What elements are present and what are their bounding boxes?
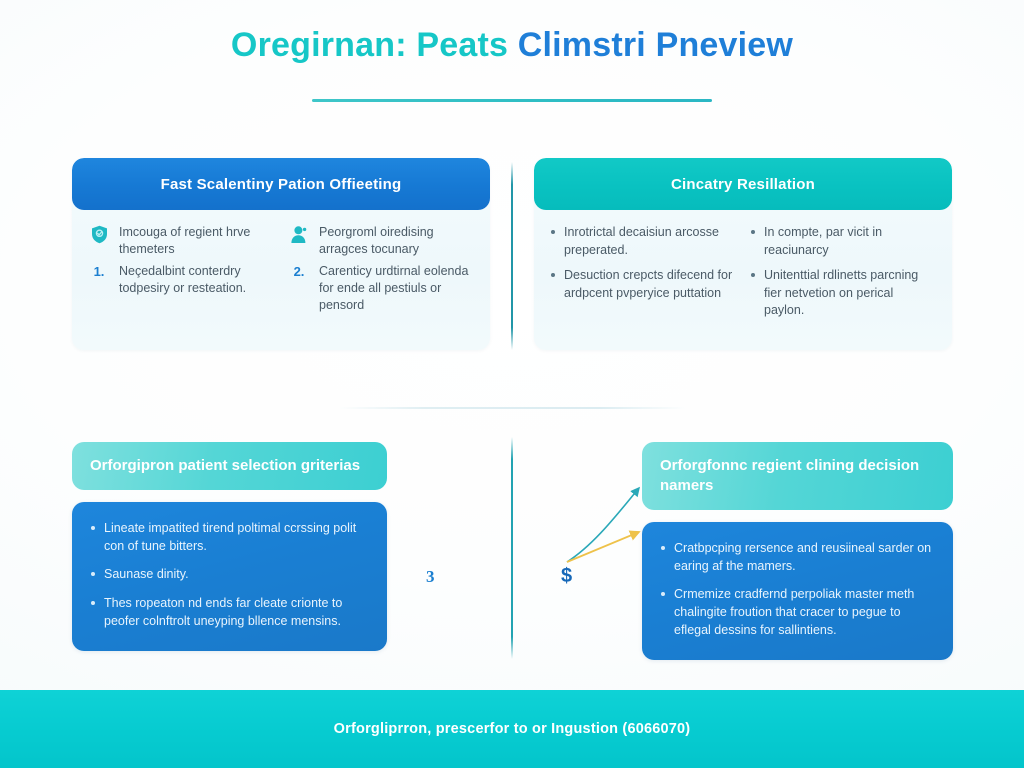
- list-number: 1.: [93, 263, 105, 279]
- list-item-text: Neçedalbint conterdry todpesiry or reste…: [119, 263, 247, 295]
- card-cincatry-resillation: Cincatry Resillation Inrotrictal decaisi…: [534, 158, 952, 350]
- shield-icon: [88, 224, 110, 259]
- footer-text: Orforgliprron, prescerfor to or Ingustio…: [333, 721, 691, 737]
- list-number: 2.: [293, 263, 305, 279]
- list-item: Imcouga of regient hrve themeters: [88, 224, 274, 259]
- card-clinical-decision-body: Cratbpcping rersence and reusiineal sard…: [642, 521, 953, 660]
- page-title: Oregirnan: Peats Climstri Pneview: [0, 26, 1024, 65]
- card-clinical-decision-heading: Orforgfonnc regient clining decision nam…: [642, 442, 953, 510]
- person-icon: [288, 224, 310, 259]
- footer-bar: Orforgliprron, prescerfor to or Ingustio…: [0, 690, 1024, 768]
- card-fast-scalentiny-column-1: Imcouga of regient hrve themeters 1. Neç…: [88, 224, 274, 318]
- card-patient-selection: Orforgipron patient selection griterias …: [72, 442, 387, 651]
- list-item-text: Peorgroml oiredising arragces tocunary: [319, 225, 434, 257]
- card-cincatry-resillation-heading: Cincatry Resillation: [534, 158, 952, 210]
- list-item: Saunase dinity.: [90, 566, 369, 584]
- list-item-text: Imcouga of regient hrve themeters: [119, 225, 251, 257]
- list-item: Thes ropeaton nd ends far cleate crionte…: [90, 595, 369, 631]
- list-item-text: Carenticy urdtirnal eolenda for ende all…: [319, 263, 469, 313]
- vertical-divider-bottom: [511, 437, 513, 659]
- card-fast-scalentiny-heading: Fast Scalentiny Pation Offieeting: [72, 158, 490, 210]
- list-item: In compte, par vicit in reaciunarcy: [750, 224, 936, 259]
- list-item: Crmemize cradfernd perpoliak master meth…: [660, 586, 935, 639]
- marker-number-three: 3: [426, 567, 435, 586]
- list-item: Unitenttial rdlinetts parcning fier netv…: [750, 267, 936, 320]
- card-cincatry-column-2: In compte, par vicit in reaciunarcy Unit…: [750, 224, 936, 328]
- card-clinical-decision: Orforgfonnc regient clining decision nam…: [642, 442, 953, 660]
- vertical-divider-top: [511, 162, 513, 350]
- card-fast-scalentiny-column-2: Peorgroml oiredising arragces tocunary 2…: [288, 224, 474, 318]
- card-cincatry-column-1: Inrotrictal decaisiun arcosse preperated…: [550, 224, 736, 328]
- title-underline-rule: [312, 99, 712, 102]
- list-item: Lineate impatited tirend poltimal ccrssi…: [90, 520, 369, 556]
- page-title-secondary: Climstri Pneview: [517, 26, 794, 64]
- list-item: 1. Neçedalbint conterdry todpesiry or re…: [88, 263, 274, 298]
- card-patient-selection-body: Lineate impatited tirend poltimal ccrssi…: [72, 501, 387, 651]
- dollar-sign-icon: $: [561, 565, 573, 587]
- list-item: Cratbpcping rersence and reusiineal sard…: [660, 540, 935, 576]
- list-item: Peorgroml oiredising arragces tocunary: [288, 224, 474, 259]
- card-fast-scalentiny: Fast Scalentiny Pation Offieeting Imcoug…: [72, 158, 490, 350]
- list-item: Desuction crepcts difecend for ardpcent …: [550, 267, 736, 302]
- list-item: Inrotrictal decaisiun arcosse preperated…: [550, 224, 736, 259]
- page-title-primary: Oregirnan: Peats: [230, 26, 518, 64]
- list-item: 2. Carenticy urdtirnal eolenda for ende …: [288, 263, 474, 315]
- card-patient-selection-heading: Orforgipron patient selection griterias: [72, 442, 387, 490]
- horizontal-divider: [338, 407, 686, 409]
